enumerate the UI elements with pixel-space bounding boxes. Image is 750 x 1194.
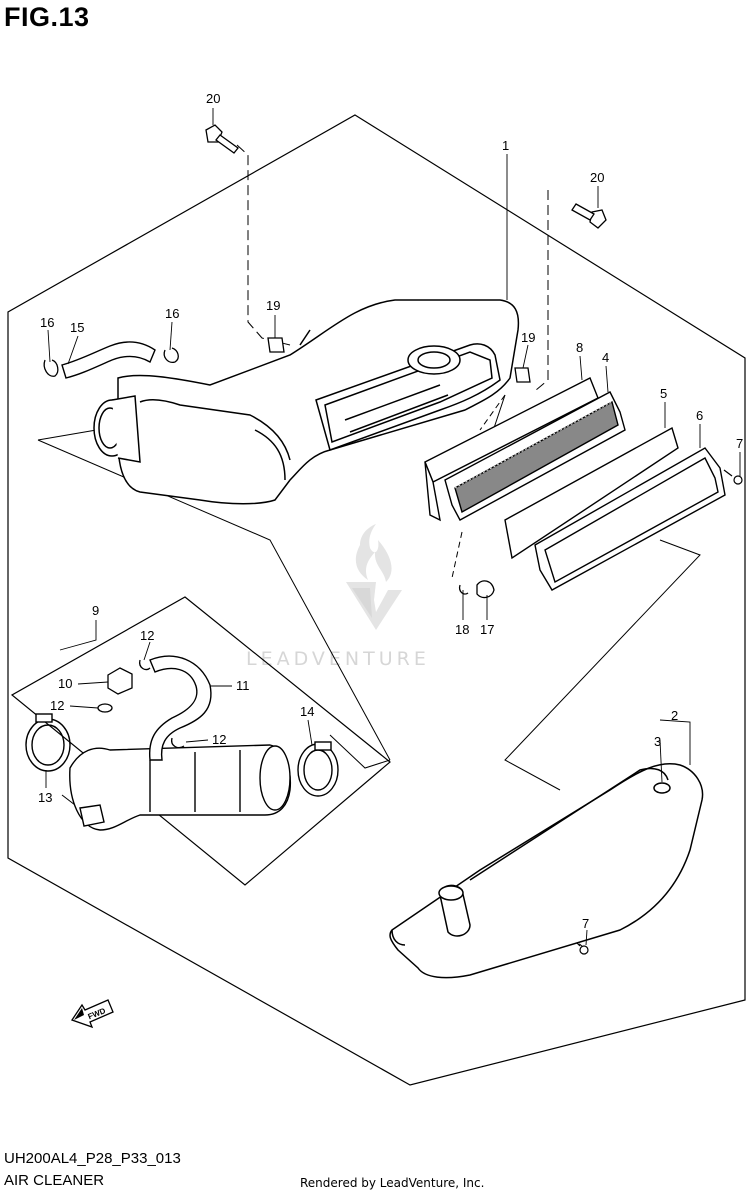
clamp-12-mid-icon [97, 703, 113, 713]
clamp-18-icon [458, 584, 469, 595]
callout-7-top: 7 [736, 436, 743, 451]
grommet-19-left-icon [267, 337, 285, 353]
clamp-12-bottom-icon [171, 737, 185, 749]
clamp-16-left-icon [43, 359, 59, 377]
callout-3: 3 [654, 734, 661, 749]
figure-code: UH200AL4_P28_P33_013 [4, 1150, 181, 1167]
intake-opening [93, 395, 141, 463]
fitting-10-icon [107, 667, 133, 695]
figure-title: FIG.13 [4, 2, 90, 32]
leader-lines [45, 108, 741, 946]
bolt-20-right-icon [571, 203, 607, 229]
cap-17-icon [476, 580, 495, 599]
bolt-20-top-icon [205, 124, 239, 154]
render-credit: Rendered by LeadVenture, Inc. [300, 1176, 485, 1190]
watermark-text: LEADVENTURE [246, 648, 430, 670]
air-cleaner-case-lower [389, 763, 704, 979]
forward-arrow-icon [70, 999, 114, 1029]
watermark-logo-icon [346, 524, 402, 630]
inlet-duct-9 [69, 744, 292, 831]
callout-1: 1 [502, 138, 509, 153]
screw-7-top-icon [723, 469, 743, 485]
callout-7-bottom: 7 [582, 916, 589, 931]
callout-4: 4 [602, 350, 609, 365]
filter-frame-6 [534, 447, 726, 591]
figure-name: AIR CLEANER [4, 1172, 105, 1189]
callout-6: 6 [696, 408, 703, 423]
callout-13: 13 [38, 790, 52, 805]
callout-10: 10 [58, 676, 72, 691]
clamp-13-icon [25, 713, 71, 772]
callout-16-left: 16 [40, 315, 54, 330]
callout-17: 17 [480, 622, 494, 637]
callout-20-right: 20 [590, 170, 604, 185]
callout-12-bottom: 12 [212, 732, 226, 747]
clamp-14-icon [297, 741, 339, 797]
breather-hose-icon [61, 341, 156, 379]
assembly-outline [7, 114, 746, 1086]
filter-plate-5 [504, 426, 679, 560]
callout-14: 14 [300, 704, 314, 719]
filter-element-8 [424, 377, 599, 522]
clamp-16-right-icon [163, 347, 179, 363]
callout-20-top: 20 [206, 91, 220, 106]
callout-12-mid: 12 [50, 698, 64, 713]
callout-5: 5 [660, 386, 667, 401]
hose-11-icon [148, 655, 212, 761]
callout-15: 15 [70, 320, 84, 335]
callout-19-left: 19 [266, 298, 280, 313]
callout-11: 11 [236, 678, 250, 693]
callout-19-right: 19 [521, 330, 535, 345]
callout-16-right: 16 [165, 306, 179, 321]
air-cleaner-case-upper [117, 299, 520, 505]
clamp-12-top-icon [139, 659, 151, 671]
subassembly-outline [10, 596, 391, 886]
callout-8: 8 [576, 340, 583, 355]
callout-18: 18 [455, 622, 469, 637]
callout-9: 9 [92, 603, 99, 618]
filter-element-4 [444, 391, 626, 521]
callout-12-top: 12 [140, 628, 154, 643]
grommet-19-right-icon [514, 367, 531, 383]
callout-2: 2 [671, 708, 678, 723]
